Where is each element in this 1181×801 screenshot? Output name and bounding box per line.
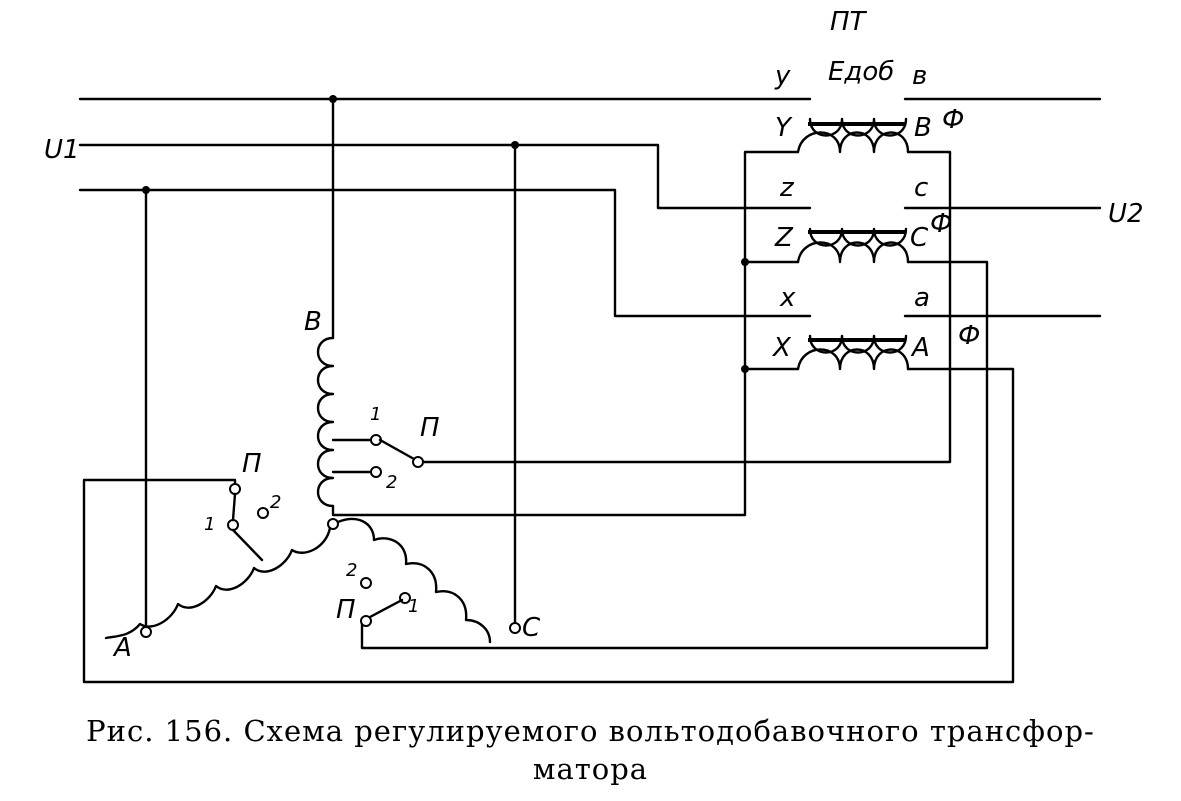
label-b-upper: в [912,61,927,91]
label-x-lower: X [771,333,792,363]
label-c-upper: c [914,173,928,203]
label-a-lower: A [910,333,930,363]
circuit-diagram: ПТ Eдоб U1 U2 y в Y B Ф z c Z C Ф x a X … [44,7,1144,684]
phase-label-1: Ф [942,105,964,135]
switch-b-pos1: 1 [370,404,381,425]
input-lines [78,97,812,318]
u1-label: U1 [44,135,80,165]
series-windings [808,117,908,354]
label-b-lower: B [914,113,932,143]
label-c-lower: C [910,223,929,253]
transformer-label: ПТ [830,7,868,37]
u2-label: U2 [1108,199,1144,229]
switch-b-pos2: 2 [386,472,397,493]
caption-line-1: Рис. 156. Схема регулируемого вольтодоба… [86,714,1095,748]
switch-c-label: П [336,595,356,625]
label-y-upper: y [774,61,791,91]
phase-label-2: Ф [930,209,952,239]
emf-label: Eдоб [828,57,894,87]
switch-a-pos2: 2 [270,492,281,513]
switch-c-pos2: 2 [346,560,357,581]
transformer-cores [808,122,906,342]
switch-phase-b [370,434,424,478]
switch-a-pos1: 1 [204,514,215,535]
label-y-lower: Y [775,113,793,143]
label-a-upper: a [914,283,930,313]
switch-c-pos1: 1 [408,596,419,617]
exciting-wiring [82,150,1015,684]
switch-b-label: П [420,413,440,443]
junction-dots [142,95,749,373]
label-z-lower: Z [774,223,794,253]
auto-terminals [140,622,521,638]
phase-label-3: Ф [958,321,980,351]
auto-label-c: C [522,613,541,643]
switch-a-label: П [242,449,262,479]
label-x-upper: x [779,283,796,313]
label-z-upper: z [779,173,795,203]
exciting-windings [796,131,910,371]
output-lines [903,97,1102,318]
auto-label-a: A [112,633,132,663]
caption-line-2: матора [532,752,649,786]
auto-label-b: B [304,307,322,337]
autotransformer [104,97,517,644]
figure-caption: Рис. 156. Схема регулируемого вольтодоба… [0,712,1181,788]
switch-phase-a [227,483,269,562]
switch-phase-c [360,577,411,627]
